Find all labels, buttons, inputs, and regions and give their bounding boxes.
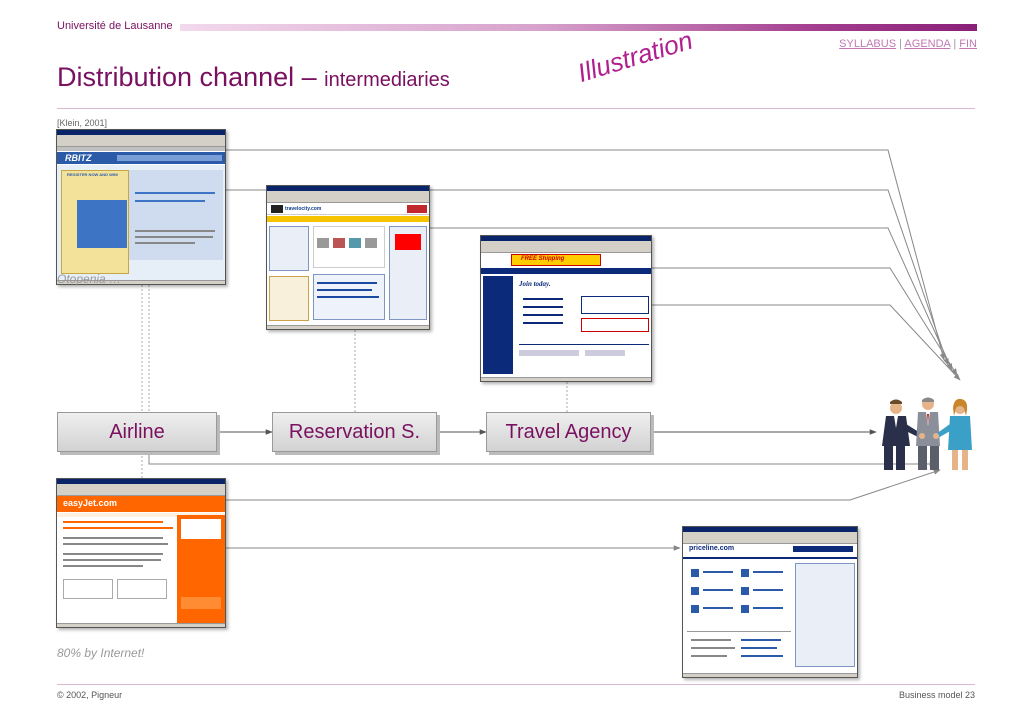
lowestfare-join: Join today. [519,280,551,288]
reservation-system-box: Reservation S. [272,412,437,452]
slide-title: Distribution channel – intermediaries [57,62,450,93]
source-citation: [Klein, 2001] [57,118,108,128]
university-name: Université de Lausanne [57,20,173,32]
orbitz-screenshot: RBITZ REGISTER NOW AND WIN! [56,129,226,285]
nav-separator: | [899,38,902,50]
travelocity-screenshot: travelocity.com [266,185,430,330]
otopenia-note: Otopenia … [57,272,122,286]
title-divider [57,108,975,109]
reservation-label: Reservation S. [288,420,421,443]
airline-label: Airline [109,420,165,443]
orbitz-promo: REGISTER NOW AND WIN! [67,172,119,177]
nav-syllabus-link[interactable]: SYLLABUS [839,38,897,50]
travelocity-logo: travelocity.com [285,206,322,212]
lowestfare-banner: FREE Shipping [521,256,565,262]
easyjet-logo: easyJet.com [63,498,118,508]
title-main: Distribution channel – [57,62,325,92]
footer-divider [57,684,975,685]
travel-agency-label: Travel Agency [505,420,632,443]
travel-agency-box: Travel Agency [486,412,651,452]
priceline-screenshot: priceline.com [682,526,858,678]
footer-copyright: © 2002, Pigneur [57,690,123,700]
business-people-icon [882,397,972,470]
internet-share-note: 80% by Internet! [57,646,145,660]
nav-agenda-link[interactable]: AGENDA [904,38,951,50]
nav-separator: | [953,38,957,50]
airline-box: Airline [57,412,217,452]
footer-page-number: Business model 23 [898,690,975,700]
title-sub: intermediaries [324,69,450,91]
priceline-logo: priceline.com [689,545,735,552]
nav-fin-link[interactable]: FIN [959,38,977,50]
top-nav: SYLLABUS | AGENDA | FIN [839,38,977,50]
lowestfare-screenshot: FREE Shipping Join today. [480,235,652,382]
header-bar [180,24,977,31]
easyjet-screenshot: easyJet.com [56,478,226,628]
orbitz-logo: RBITZ [65,153,92,163]
